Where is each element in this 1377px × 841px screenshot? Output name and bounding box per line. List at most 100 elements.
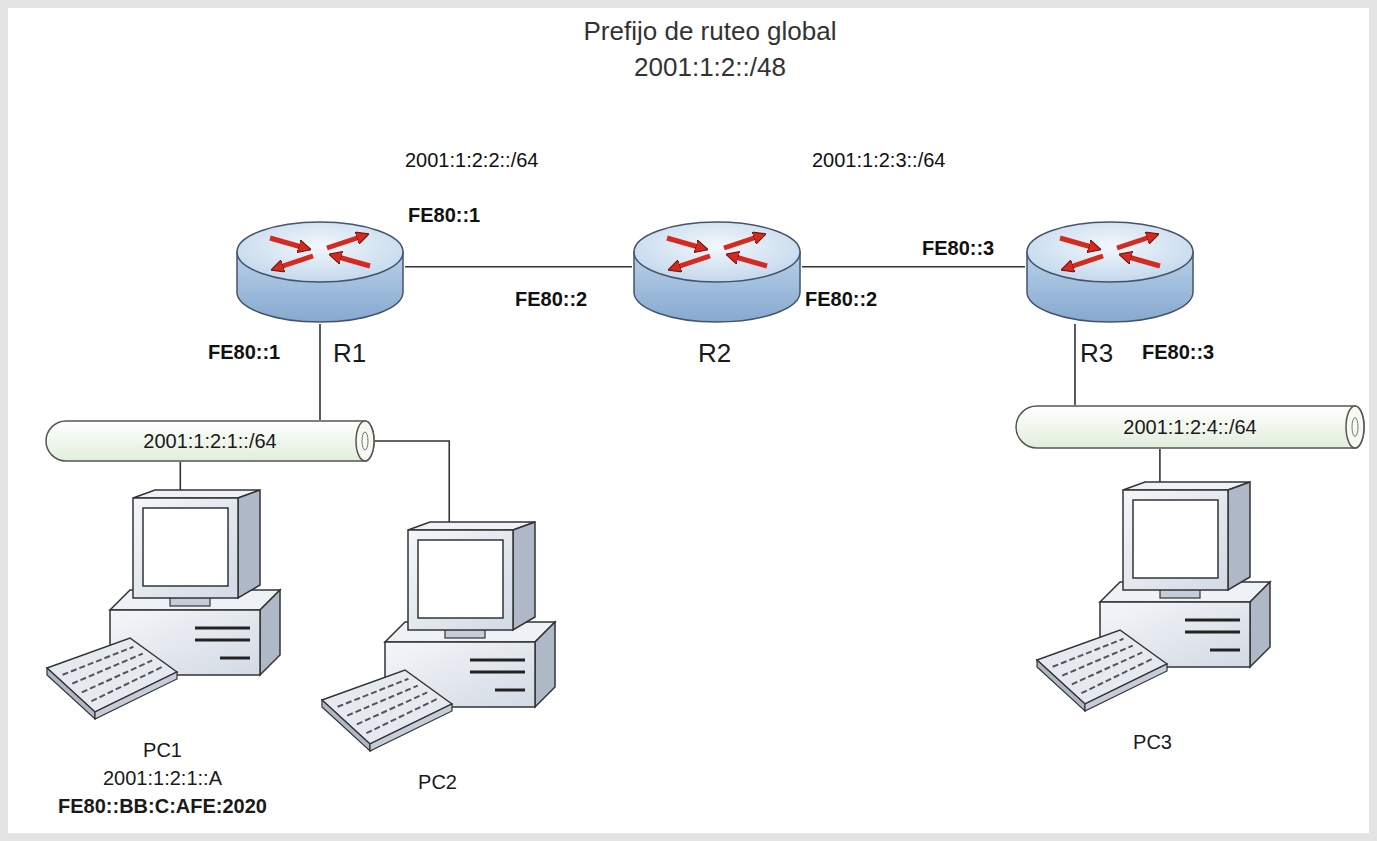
keyboard-edge (47, 668, 95, 719)
pc-icon (320, 522, 555, 762)
pc-label: PC3 (1133, 728, 1172, 756)
keyboard-keys (91, 667, 161, 701)
pc-labels: PC3 (1035, 482, 1270, 756)
segment-prefix: 2001:1:2:1::/64 (143, 429, 276, 453)
network-segment: 2001:1:2:4::/64 (1015, 405, 1365, 449)
router-name: R2 (698, 338, 731, 369)
network-link (1074, 324, 1076, 405)
router-icon (235, 220, 405, 324)
keyboard-keys (338, 679, 409, 707)
address-label: FE80::2 (805, 287, 877, 311)
pc-node: PC2 (320, 522, 555, 796)
router-arrow (335, 256, 370, 266)
case-side (1250, 582, 1270, 667)
keyboard (322, 670, 452, 744)
pc-label: 2001:1:2:1::A (103, 764, 222, 792)
pipe-cap-inner (1352, 418, 1358, 437)
pipe-body (1016, 406, 1364, 448)
monitor-screen (1133, 500, 1218, 578)
router-node: R3 (1025, 220, 1195, 324)
case-slot (1210, 649, 1240, 652)
router-arrow (724, 236, 760, 248)
router-arrow (667, 238, 702, 248)
router-name: R1 (333, 338, 366, 369)
pc-label: PC2 (418, 768, 457, 796)
keyboard (1037, 630, 1167, 704)
monitor-side (238, 490, 260, 598)
pc-labels: PC2 (320, 522, 555, 796)
pipe-cap-inner (362, 432, 368, 450)
network-link (180, 462, 182, 490)
router-top (1027, 222, 1193, 282)
pc-node: PC3 (1035, 482, 1270, 756)
pc-label: FE80::BB:C:AFE:2020 (58, 792, 267, 820)
router-arrow (732, 256, 767, 266)
case-slot (195, 627, 250, 630)
keyboard-keys (1053, 639, 1124, 667)
router-arrow (1067, 256, 1103, 268)
router-node: R2 (632, 220, 802, 324)
case-slot (195, 639, 250, 642)
address-label: FE80::3 (922, 236, 994, 260)
network-segment: 2001:1:2:1::/64 (45, 420, 375, 462)
router-name: R3 (1080, 338, 1113, 369)
case-slot (220, 657, 250, 660)
keyboard-edge (322, 700, 370, 751)
keyboard-edge (1037, 660, 1085, 711)
network-link (1159, 449, 1161, 482)
network-link (375, 441, 449, 522)
subnet-label: 2001:1:2:2::/64 (405, 148, 538, 172)
case-side (535, 622, 555, 707)
pipe-body (46, 421, 374, 461)
router-arrow (674, 256, 710, 268)
pipe-cap (356, 421, 374, 461)
pc-labels: PC12001:1:2:1::AFE80::BB:C:AFE:2020 (45, 490, 280, 820)
router-arrow (1060, 238, 1095, 248)
keyboard (47, 638, 177, 712)
network-link (319, 324, 321, 420)
router-arrow (1117, 236, 1153, 248)
router-icon (632, 220, 802, 324)
segment-prefix: 2001:1:2:4::/64 (1123, 415, 1256, 439)
pc-node: PC12001:1:2:1::AFE80::BB:C:AFE:2020 (45, 490, 280, 820)
router-arrow (327, 236, 363, 248)
monitor-front (408, 530, 513, 630)
panel (8, 8, 1369, 833)
monitor-side (1228, 482, 1250, 590)
keyboard-keys (1081, 659, 1151, 693)
prefix-label: 2001:1:2::/48 (634, 52, 786, 83)
keyboard-keys (63, 647, 134, 675)
diagram-title: Prefijo de ruteo global (584, 16, 837, 47)
monitor-front (1123, 490, 1228, 590)
router-top (237, 222, 403, 282)
router-node: R1 (235, 220, 405, 324)
monitor-side (513, 522, 535, 630)
case-slot (470, 671, 525, 674)
router-arrow (270, 238, 305, 248)
network-link (802, 266, 1025, 268)
address-label: FE80::1 (208, 340, 280, 364)
case-slot (495, 689, 525, 692)
router-arrow (1125, 256, 1160, 266)
network-link (405, 266, 632, 268)
address-label: FE80::2 (515, 287, 587, 311)
router-icon (1025, 220, 1195, 324)
address-label: FE80::3 (1142, 340, 1214, 364)
pc-icon (45, 490, 280, 730)
pc-icon (1035, 482, 1270, 722)
router-top (634, 222, 800, 282)
monitor-front (133, 498, 238, 598)
pc-label: PC1 (143, 736, 182, 764)
subnet-label: 2001:1:2:3::/64 (812, 148, 945, 172)
case-slot (1185, 631, 1240, 634)
monitor-screen (143, 508, 228, 586)
router-arrow (277, 256, 313, 268)
pipe-cap (1346, 406, 1364, 448)
keyboard-keys (366, 699, 436, 733)
case-slot (470, 659, 525, 662)
case-slot (1185, 619, 1240, 622)
monitor-screen (418, 540, 503, 618)
address-label: FE80::1 (408, 203, 480, 227)
case-side (260, 590, 280, 675)
